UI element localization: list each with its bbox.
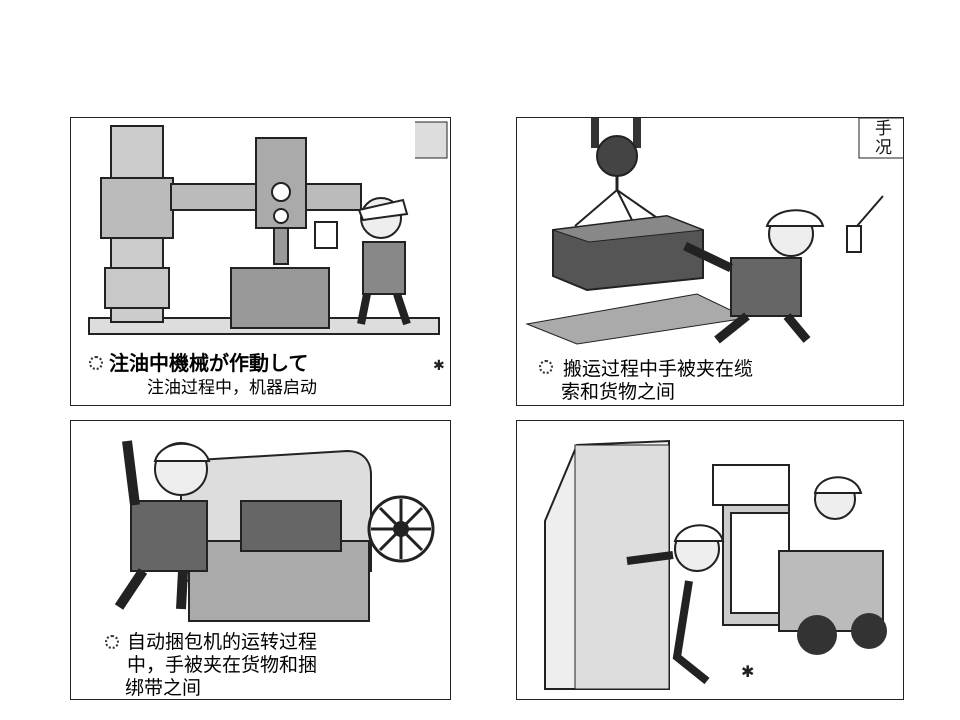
caption-line-2: 索和货物之间: [561, 381, 676, 403]
drill-press-illustration: ✱: [88, 121, 448, 374]
corner-text-line-1: 手: [875, 119, 892, 139]
forklift-accident-illustration: ✱: [544, 439, 887, 690]
panel-crane-lifting: 手 况 搬运过程中手被夹在缆 索和货物之间: [516, 117, 904, 406]
bullet-icon: [105, 635, 119, 649]
panel-forklift-accident: ✱: [516, 420, 904, 700]
caption: 注油中機械が作動して 注油过程中，机器启动: [89, 352, 450, 400]
panel-drill-press: ✱ 注油中機械が作動して 注油过程中，机器启动: [70, 117, 451, 406]
crane-lifting-illustration: [525, 118, 903, 345]
svg-text:✱: ✱: [741, 662, 754, 681]
caption: 自动捆包机的运转过程 中，手被夹在货物和捆 绑带之间: [105, 631, 450, 699]
caption-line-1: 注油中機械が作動して: [109, 351, 309, 375]
caption-line-1: 自动捆包机的运转过程: [127, 631, 318, 653]
corner-text-line-2: 况: [875, 138, 892, 158]
strapping-machine-illustration: [114, 440, 435, 622]
svg-text:✱: ✱: [433, 358, 445, 374]
bullet-icon: [89, 356, 103, 370]
caption-line-2: 中，手被夹在货物和捆: [127, 654, 318, 676]
bullet-icon: [539, 360, 553, 374]
caption-line-2: 注油过程中，机器启动: [147, 378, 317, 398]
corner-text: 手 况: [875, 120, 892, 158]
panel-strapping-machine: 自动捆包机的运转过程 中，手被夹在货物和捆 绑带之间: [70, 420, 451, 700]
caption-line-1: 搬运过程中手被夹在缆: [563, 358, 754, 380]
caption-line-3: 绑带之间: [125, 677, 202, 699]
caption: 搬运过程中手被夹在缆 索和货物之间: [537, 358, 903, 404]
